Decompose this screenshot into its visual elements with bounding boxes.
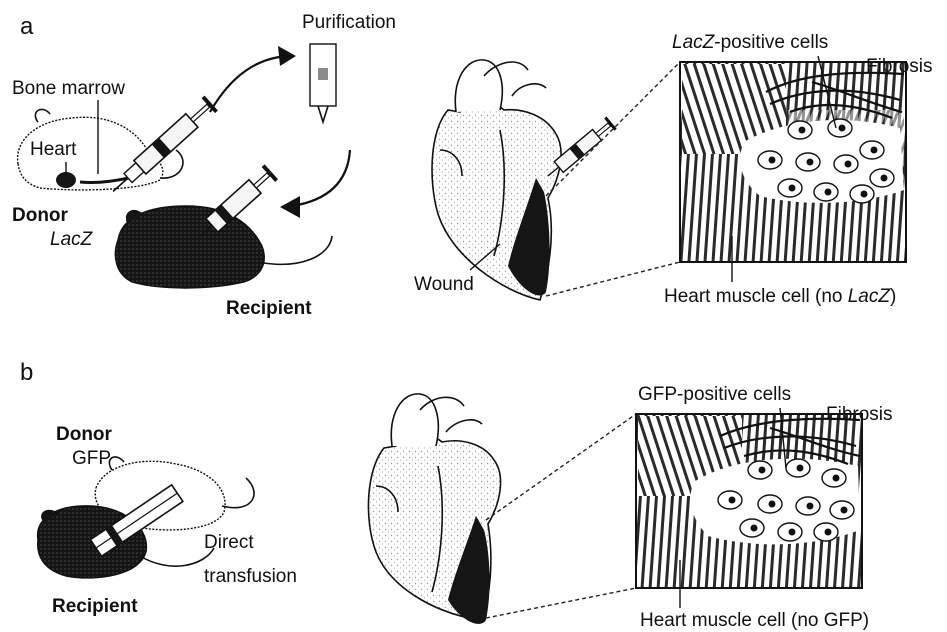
- label-muscle-cell-b: Heart muscle cell (no GFP): [640, 610, 869, 631]
- cell-nucleus: [845, 161, 852, 168]
- label-donor-a: Donor: [12, 205, 69, 226]
- label-bone-marrow: Bone marrow: [12, 78, 125, 99]
- tissue-box-a: [680, 62, 906, 262]
- label-muscle-cell-a: Heart muscle cell (no LacZ): [664, 286, 896, 307]
- heart-b-icon: [368, 394, 500, 624]
- label-positive-cells-a: LacZ-positive cells: [672, 32, 828, 53]
- cell-nucleus: [799, 127, 806, 134]
- cell-nucleus: [769, 157, 776, 164]
- label-wound: Wound: [414, 274, 474, 295]
- cell-nucleus: [807, 159, 814, 166]
- label-donor-marker-a: LacZ: [50, 229, 94, 250]
- cell-nucleus: [807, 503, 814, 510]
- cell-nucleus: [825, 529, 832, 536]
- cell-nucleus: [825, 189, 832, 196]
- panel-b-letter: b: [20, 359, 33, 386]
- cell-nucleus: [789, 529, 796, 536]
- label-direct: Direct: [204, 532, 254, 553]
- label-transfusion: transfusion: [204, 566, 297, 587]
- cell-nucleus: [759, 467, 766, 474]
- label-recipient-b: Recipient: [52, 596, 138, 617]
- cell-nucleus: [769, 501, 776, 508]
- cell-nucleus: [881, 175, 888, 182]
- panel-b: b Donor GFP Direct transfusion Recipient: [20, 359, 893, 631]
- cell-nucleus: [833, 475, 840, 482]
- cell-nucleus: [729, 497, 736, 504]
- label-donor-b: Donor: [56, 424, 113, 445]
- tissue-box-b: [636, 414, 862, 588]
- label-donor-marker-b: GFP: [72, 448, 111, 469]
- cell-nucleus: [871, 147, 878, 154]
- cell-nucleus: [797, 465, 804, 472]
- panel-a-letter: a: [20, 13, 34, 40]
- cell-nucleus: [841, 507, 848, 514]
- label-positive-cells-b: GFP-positive cells: [638, 384, 791, 405]
- cell-nucleus: [839, 125, 846, 132]
- label-heart: Heart: [30, 139, 77, 160]
- cell-nucleus: [751, 525, 758, 532]
- panel-a: a Bone marrow Heart Donor LacZ: [12, 12, 933, 319]
- cell-nucleus: [861, 191, 868, 198]
- heart-a-icon: [432, 60, 561, 300]
- label-recipient-a: Recipient: [226, 298, 312, 319]
- label-fibrosis-a: Fibrosis: [866, 56, 933, 77]
- arrow-to-recipient: [292, 150, 350, 206]
- label-purification: Purification: [302, 12, 396, 33]
- arrow-to-purification: [210, 56, 288, 112]
- cell-nucleus: [789, 185, 796, 192]
- label-fibrosis-b: Fibrosis: [826, 404, 893, 425]
- purification-tube-icon: [310, 44, 336, 122]
